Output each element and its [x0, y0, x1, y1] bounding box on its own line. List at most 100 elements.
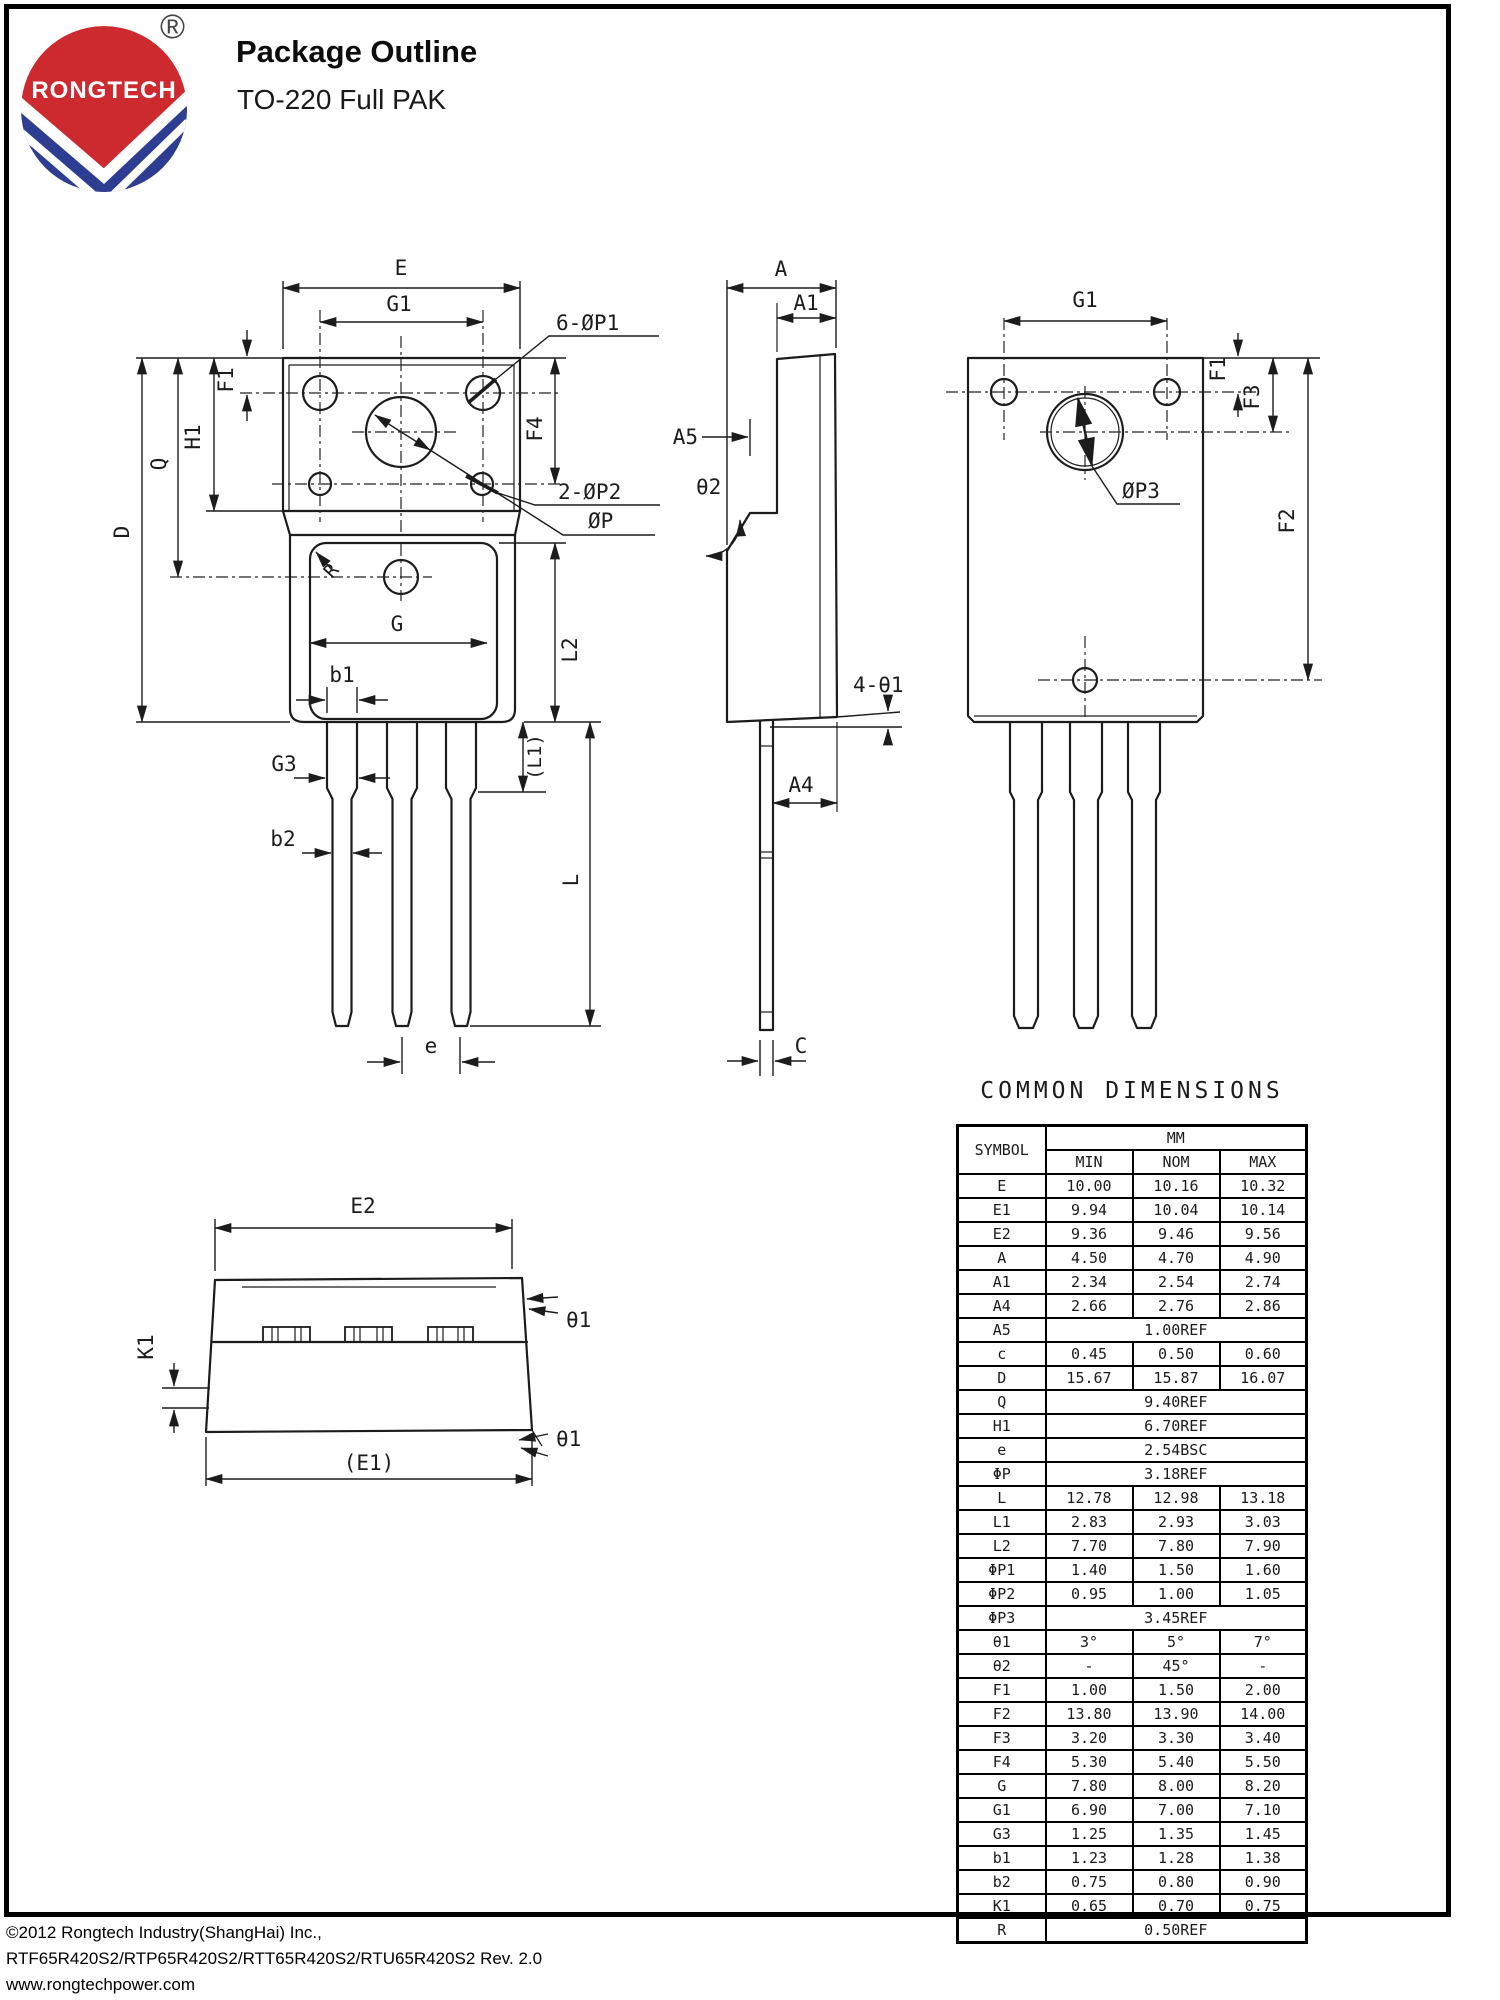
- max-cell: 0.75: [1218, 1893, 1308, 1919]
- footer: ©2012 Rongtech Industry(ShangHai) Inc., …: [6, 1920, 542, 1998]
- dim-label-G: G: [391, 612, 404, 636]
- dim-label-theta1-bottom: θ1: [556, 1427, 581, 1451]
- bottom-dimensions: [162, 1219, 559, 1486]
- symbol-cell: E2: [956, 1221, 1047, 1247]
- max-cell: 2.00: [1218, 1677, 1308, 1703]
- nom-cell: 0.50: [1131, 1341, 1221, 1367]
- page-border: [4, 4, 1451, 1917]
- max-cell: 3.40: [1218, 1725, 1308, 1751]
- dim-label-A4: A4: [788, 773, 813, 797]
- dim-label-b1: b1: [329, 663, 354, 687]
- symbol-cell: Q: [956, 1389, 1047, 1415]
- span-value-cell: 6.70REF: [1044, 1413, 1308, 1439]
- symbol-cell: ΦP3: [956, 1605, 1047, 1631]
- dim-label-D: D: [110, 526, 134, 539]
- dim-label-E2: E2: [350, 1194, 375, 1218]
- dim-label-A5: A5: [673, 425, 698, 449]
- dim-label-P3: ØP3: [1122, 479, 1160, 503]
- symbol-cell: D: [956, 1365, 1047, 1391]
- side-labels: A A1 A5 θ2 4-θ1 A4 C: [673, 257, 904, 1058]
- span-value-cell: 2.54BSC: [1044, 1437, 1308, 1463]
- max-cell: 1.60: [1218, 1557, 1308, 1583]
- min-cell: 2.83: [1044, 1509, 1134, 1535]
- min-cell: 12.78: [1044, 1485, 1134, 1511]
- symbol-cell: e: [956, 1437, 1047, 1463]
- min-cell: 13.80: [1044, 1701, 1134, 1727]
- front-view-drawing: E G1 6-ØP1 2-ØP2 ØP F1 H1 Q D F4 L2 (L1)…: [110, 256, 660, 1074]
- dim-label-L1: (L1): [524, 734, 546, 780]
- min-cell: 10.00: [1044, 1173, 1134, 1199]
- span-value-cell: 9.40REF: [1044, 1389, 1308, 1415]
- min-cell: 3.20: [1044, 1725, 1134, 1751]
- min-header: MIN: [1044, 1149, 1134, 1175]
- max-cell: -: [1218, 1653, 1308, 1679]
- max-cell: 16.07: [1218, 1365, 1308, 1391]
- max-cell: 1.05: [1218, 1581, 1308, 1607]
- nom-cell: 2.54: [1131, 1269, 1221, 1295]
- unit-header: MM: [1044, 1124, 1308, 1151]
- min-cell: 0.65: [1044, 1893, 1134, 1919]
- nom-cell: 13.90: [1131, 1701, 1221, 1727]
- table-title: COMMON DIMENSIONS: [980, 1078, 1284, 1104]
- nom-cell: 5.40: [1131, 1749, 1221, 1775]
- max-cell: 14.00: [1218, 1701, 1308, 1727]
- table-row: θ2-45°-: [956, 1653, 1308, 1679]
- symbol-cell: H1: [956, 1413, 1047, 1439]
- symbol-cell: ΦP: [956, 1461, 1047, 1487]
- min-cell: 1.40: [1044, 1557, 1134, 1583]
- nom-cell: 0.80: [1131, 1869, 1221, 1895]
- min-cell: 15.67: [1044, 1365, 1134, 1391]
- nom-cell: 1.28: [1131, 1845, 1221, 1871]
- nom-header: NOM: [1131, 1149, 1221, 1175]
- max-cell: 2.86: [1218, 1293, 1308, 1319]
- dim-label-theta1-top: θ1: [566, 1308, 591, 1332]
- symbol-cell: K1: [956, 1893, 1047, 1919]
- max-header: MAX: [1218, 1149, 1308, 1175]
- dim-label-F1: F1: [214, 367, 238, 392]
- front-labels: E G1 6-ØP1 2-ØP2 ØP F1 H1 Q D F4 L2 (L1)…: [110, 256, 621, 1058]
- max-cell: 1.38: [1218, 1845, 1308, 1871]
- nom-cell: 3.30: [1131, 1725, 1221, 1751]
- nom-cell: 12.98: [1131, 1485, 1221, 1511]
- max-cell: 3.03: [1218, 1509, 1308, 1535]
- max-cell: 10.32: [1218, 1173, 1308, 1199]
- dim-label-G1-back: G1: [1072, 288, 1097, 312]
- dim-label-Q: Q: [147, 458, 171, 471]
- dim-label-P: ØP: [588, 509, 613, 533]
- min-cell: 7.70: [1044, 1533, 1134, 1559]
- nom-cell: 7.00: [1131, 1797, 1221, 1823]
- min-cell: 4.50: [1044, 1245, 1134, 1271]
- side-view-drawing: A A1 A5 θ2 4-θ1 A4 C: [673, 257, 904, 1076]
- back-dimensions: [1003, 315, 1320, 681]
- max-cell: 5.50: [1218, 1749, 1308, 1775]
- span-value-cell: 0.50REF: [1044, 1917, 1308, 1944]
- symbol-cell: L1: [956, 1509, 1047, 1535]
- logo-mark: [21, 26, 187, 192]
- side-dimensions: [702, 280, 894, 1076]
- min-cell: 1.00: [1044, 1677, 1134, 1703]
- symbol-cell: A1: [956, 1269, 1047, 1295]
- min-cell: 7.80: [1044, 1773, 1134, 1799]
- max-cell: 7°: [1218, 1629, 1308, 1655]
- symbol-header: SYMBOL: [956, 1124, 1047, 1175]
- symbol-cell: E: [956, 1173, 1047, 1199]
- dim-label-E: E: [395, 256, 408, 280]
- dim-label-F2: F2: [1275, 508, 1299, 533]
- symbol-cell: c: [956, 1341, 1047, 1367]
- nom-cell: 10.16: [1131, 1173, 1221, 1199]
- nom-cell: 2.76: [1131, 1293, 1221, 1319]
- span-value-cell: 3.18REF: [1044, 1461, 1308, 1487]
- min-cell: 0.95: [1044, 1581, 1134, 1607]
- dim-label-A1: A1: [793, 291, 818, 315]
